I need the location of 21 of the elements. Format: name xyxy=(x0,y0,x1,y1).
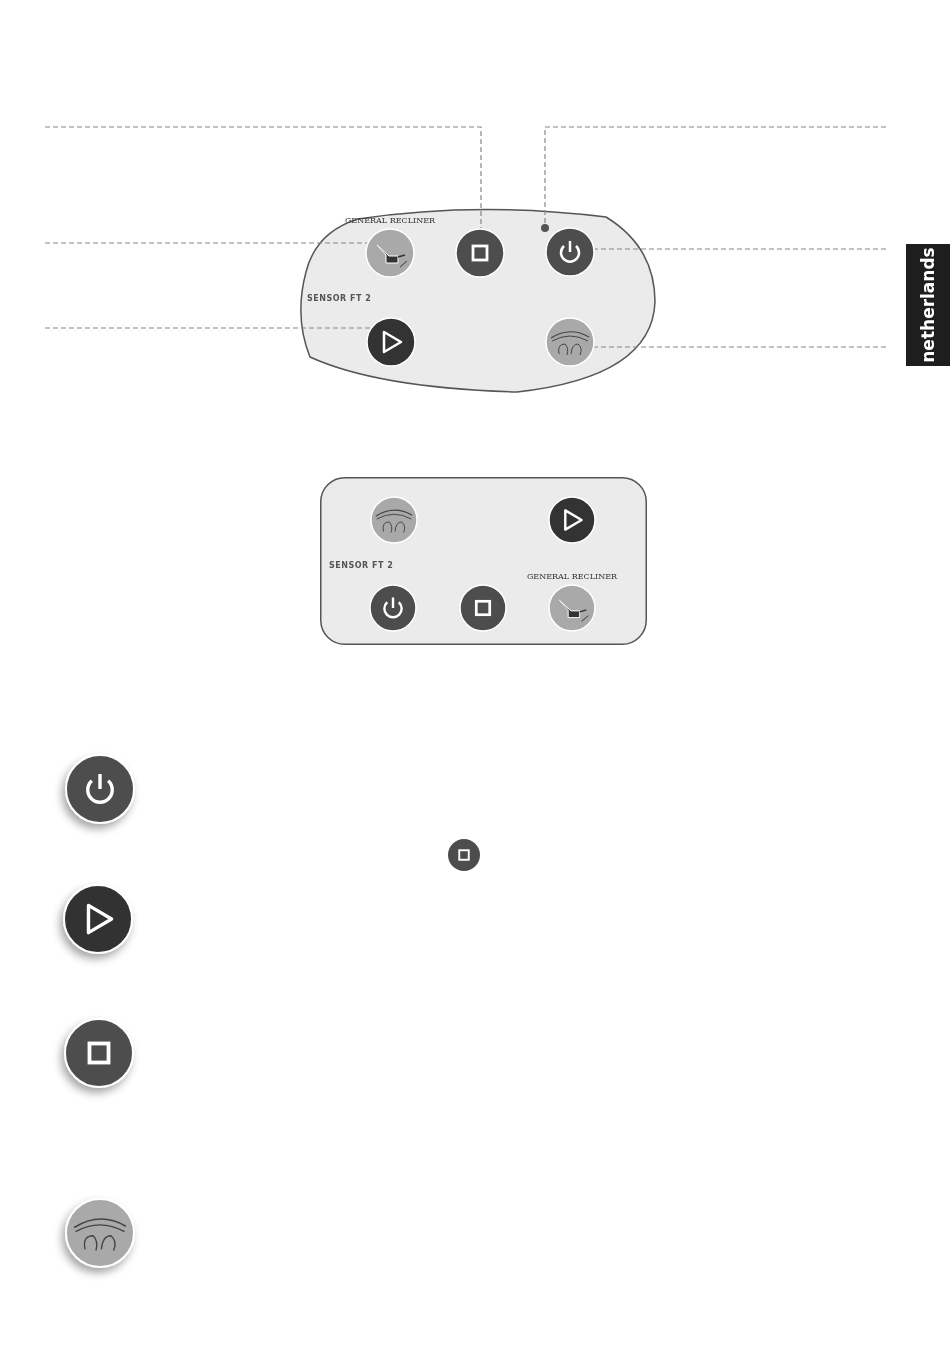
play-button xyxy=(548,496,596,544)
remote-panel xyxy=(298,207,656,393)
remote-panel xyxy=(320,477,647,645)
button-caption: GENERAL RECLINER xyxy=(527,572,617,582)
leader-line xyxy=(593,346,887,348)
leader-line xyxy=(44,126,482,229)
stop-button xyxy=(459,584,507,632)
panel-label: SENSOR FT 2 xyxy=(307,294,372,304)
play-button xyxy=(366,317,416,367)
leader-line xyxy=(544,126,887,225)
leader-line xyxy=(594,248,887,250)
leader-line xyxy=(44,327,371,329)
massage-button xyxy=(370,496,418,544)
panel-label: SENSOR FT 2 xyxy=(329,561,394,571)
indicator-light xyxy=(541,224,549,232)
leader-line xyxy=(44,242,368,244)
stop-button xyxy=(455,228,505,278)
power-button xyxy=(369,584,417,632)
massage-button xyxy=(545,317,595,367)
power-button xyxy=(545,227,595,277)
language-label: netherlands xyxy=(918,247,938,363)
